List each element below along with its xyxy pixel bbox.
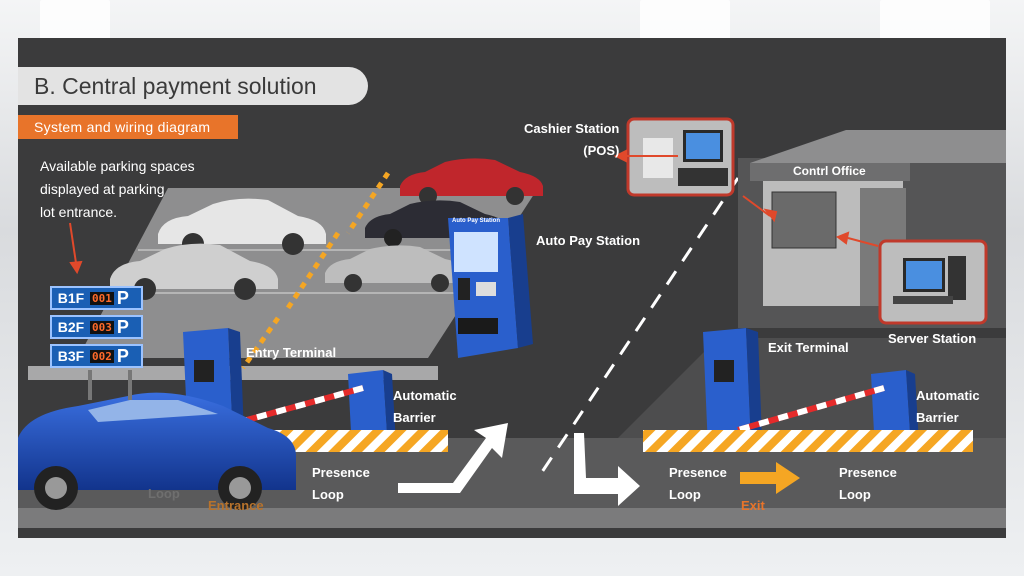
auto-pay-station-label: Auto Pay Station xyxy=(536,233,641,248)
exit-turn-arrow xyxy=(574,433,640,506)
control-office-label: Contrl Office xyxy=(793,164,866,178)
floor-sign-b1f: B1F 001 P xyxy=(50,286,143,310)
note-line: displayed at parking xyxy=(40,181,165,197)
floor-count: 003 xyxy=(90,320,114,334)
barrier-label-line: Barrier xyxy=(393,410,436,425)
ceiling-light xyxy=(40,0,110,40)
floor-sign-b3f: B3F 002 P xyxy=(50,344,143,368)
parking-symbol: P xyxy=(116,316,129,337)
cashier-label-line: (POS) xyxy=(583,143,620,158)
diagram-stage xyxy=(18,38,1006,538)
page-title: B. Central payment solution xyxy=(18,67,368,105)
road-center-line xyxy=(536,177,740,479)
presence-label-line: Loop xyxy=(839,487,871,502)
exit-presence-loop-label: Presence Loop xyxy=(839,462,897,506)
entrance-label: Entrance xyxy=(208,498,264,513)
entry-direction-arrow xyxy=(398,423,508,493)
parking-stripes xyxy=(240,171,391,370)
cashier-label-line: Cashier Station xyxy=(524,121,620,136)
page-subtitle: System and wiring diagram xyxy=(18,115,238,139)
presence-label-line: Presence xyxy=(839,465,897,480)
entry-barrier-label: Automatic Barrier xyxy=(393,385,457,429)
entering-car xyxy=(18,392,296,510)
exit-terminal xyxy=(703,328,762,448)
ceiling-light xyxy=(880,0,990,40)
exit-presence-loop-label: Presence Loop xyxy=(669,462,727,506)
entry-presence-loop-label: Presence Loop xyxy=(312,462,370,506)
control-office-building xyxy=(750,130,1006,306)
sign-pole xyxy=(128,370,132,400)
ceiling-light xyxy=(640,0,730,40)
ground-slab-front xyxy=(18,508,1006,528)
presence-label-line: Loop xyxy=(312,487,344,502)
parked-car xyxy=(400,158,543,205)
exit-terminal-label: Exit Terminal xyxy=(768,340,849,355)
presence-label-line: Loop xyxy=(669,487,701,502)
exit-label: Exit xyxy=(741,498,765,513)
loop-faint-label: Loop xyxy=(148,486,180,501)
barrier-label-line: Automatic xyxy=(393,388,457,403)
presence-label-line: Presence xyxy=(669,465,727,480)
exit-barrier-label: Automatic Barrier xyxy=(916,385,980,429)
floor-sign-b2f: B2F 003 P xyxy=(50,315,143,339)
exit-hazard-stripe xyxy=(643,430,973,452)
floor-count: 001 xyxy=(90,291,114,305)
pointer-arrows xyxy=(69,149,879,275)
auto-pay-station xyxy=(448,214,533,358)
parking-symbol: P xyxy=(116,345,129,366)
parked-car xyxy=(325,245,468,292)
barrier-label-line: Barrier xyxy=(916,410,959,425)
presence-label-line: Presence xyxy=(312,465,370,480)
note-line: Available parking spaces xyxy=(40,158,195,174)
exit-direction-arrow xyxy=(740,462,800,494)
cashier-station-label: Cashier Station (POS) xyxy=(524,118,619,162)
diagram-illustration xyxy=(18,117,1006,528)
floor-label: B3F xyxy=(57,348,85,364)
floor-label: B2F xyxy=(57,319,85,335)
pay-station-header: Auto Pay Station xyxy=(452,218,501,224)
sign-pole xyxy=(88,370,92,400)
entry-terminal-label: Entry Terminal xyxy=(246,345,337,360)
parked-car xyxy=(110,243,278,300)
note-line: lot entrance. xyxy=(40,204,118,220)
parking-availability-note: Available parking spaces displayed at pa… xyxy=(40,155,195,224)
parking-symbol: P xyxy=(116,287,129,308)
barrier-label-line: Automatic xyxy=(916,388,980,403)
floor-label: B1F xyxy=(57,290,85,306)
server-station-label: Server Station xyxy=(888,331,977,346)
floor-count: 002 xyxy=(90,349,114,363)
